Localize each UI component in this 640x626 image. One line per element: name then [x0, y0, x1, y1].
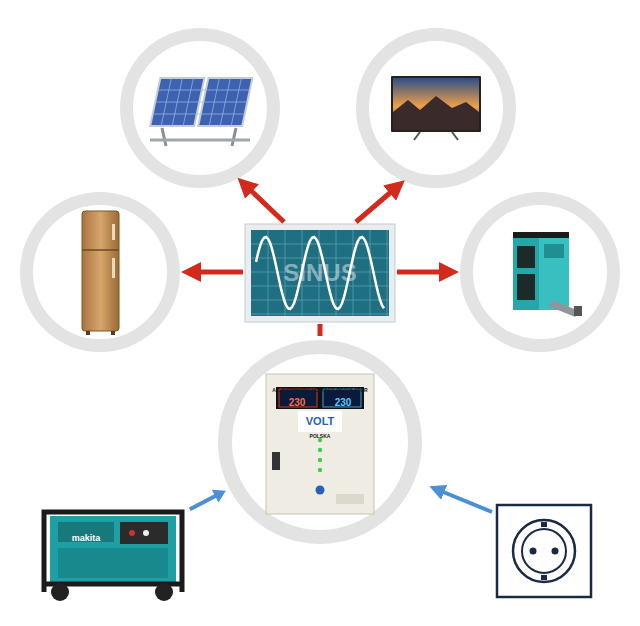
- regulator-circle: AC AUTOMATIC VOLTAGE REGULATOR 230 230VOLT…: [218, 340, 422, 544]
- text-holder: makita: [72, 528, 101, 544]
- generator-picture: makita: [38, 496, 188, 602]
- display-reading: 230: [335, 398, 352, 408]
- device-title: AC AUTOMATIC VOLTAGE REGULATOR: [272, 388, 367, 393]
- tv-picture: [391, 76, 481, 140]
- text-holder: AC AUTOMATIC VOLTAGE REGULATOR: [272, 379, 367, 395]
- input-arrow: [436, 489, 492, 512]
- brand-subtitle: POLSKA: [310, 434, 331, 439]
- fridge-picture: [82, 211, 119, 335]
- ring: [27, 35, 614, 538]
- text-holder: 230: [289, 393, 306, 409]
- text-holder: VOLT: [306, 412, 335, 428]
- socket-picture: [497, 505, 591, 597]
- brand-logo: makita: [72, 534, 101, 543]
- sine-wave-panel: [245, 224, 395, 322]
- solar-panel: [150, 78, 252, 146]
- sine-wave-panel: SINUS: [245, 224, 395, 322]
- text-holder: 230: [335, 393, 352, 409]
- boiler-picture: [513, 232, 582, 317]
- text-holder: POLSKA: [310, 425, 331, 441]
- input-arrow: [190, 495, 218, 509]
- display-reading: 230: [289, 398, 306, 408]
- text-holder: SINUS: [283, 261, 356, 285]
- voltage-regulator: [266, 374, 374, 514]
- watermark-text: SINUS: [283, 261, 356, 285]
- generator-picture: [44, 512, 182, 601]
- arrowhead: [212, 490, 226, 503]
- output-arrow: [190, 184, 450, 272]
- output-line: [318, 324, 323, 336]
- brand-logo: VOLT: [306, 416, 335, 427]
